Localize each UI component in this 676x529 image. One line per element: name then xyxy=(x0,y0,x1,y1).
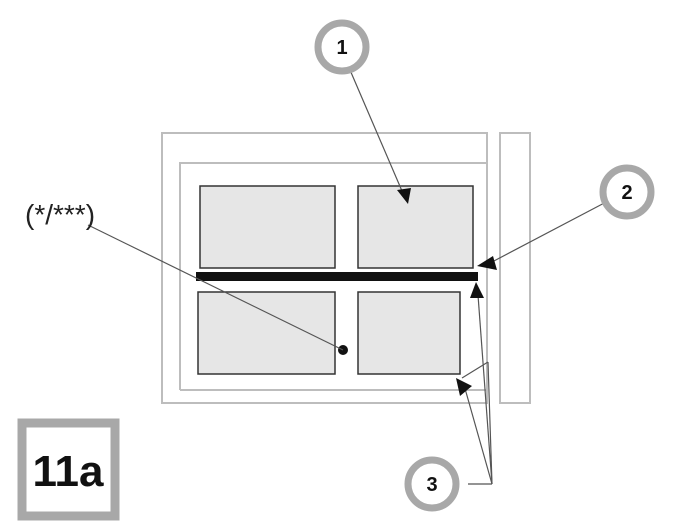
callout-3-leader-b xyxy=(487,361,493,485)
callout-3-arrowhead-top xyxy=(470,282,484,298)
inner-frame xyxy=(179,162,487,390)
figure-badge-label: 11a xyxy=(33,447,105,496)
figure-badge: 11a xyxy=(17,418,120,521)
callout-1-leader xyxy=(349,69,406,199)
panel-top-right xyxy=(357,185,474,269)
panel-bottom-right xyxy=(357,291,461,375)
panel-bottom-left xyxy=(197,291,336,375)
side-strip xyxy=(499,132,531,404)
panel-top-left xyxy=(199,185,336,269)
callout-1: 1 xyxy=(314,19,370,75)
callout-3-label: 3 xyxy=(426,474,437,496)
callout-3-leader-c xyxy=(461,361,489,379)
note-leader-line xyxy=(87,224,344,351)
callout-2: 2 xyxy=(599,164,655,220)
callout-3-leader-d xyxy=(463,384,493,485)
callout-1-label: 1 xyxy=(336,37,347,59)
callout-2-arrowhead xyxy=(477,256,497,270)
callout-3-arrowhead-bottom xyxy=(456,378,472,396)
callout-2-label: 2 xyxy=(621,182,632,204)
note-label: (*/***) xyxy=(25,199,95,230)
callout-3: 3 xyxy=(404,456,460,512)
thick-bar xyxy=(196,272,478,281)
callout-1-arrowhead xyxy=(397,188,411,204)
callout-2-leader xyxy=(491,199,611,263)
callout-3-leader-a xyxy=(477,294,493,485)
